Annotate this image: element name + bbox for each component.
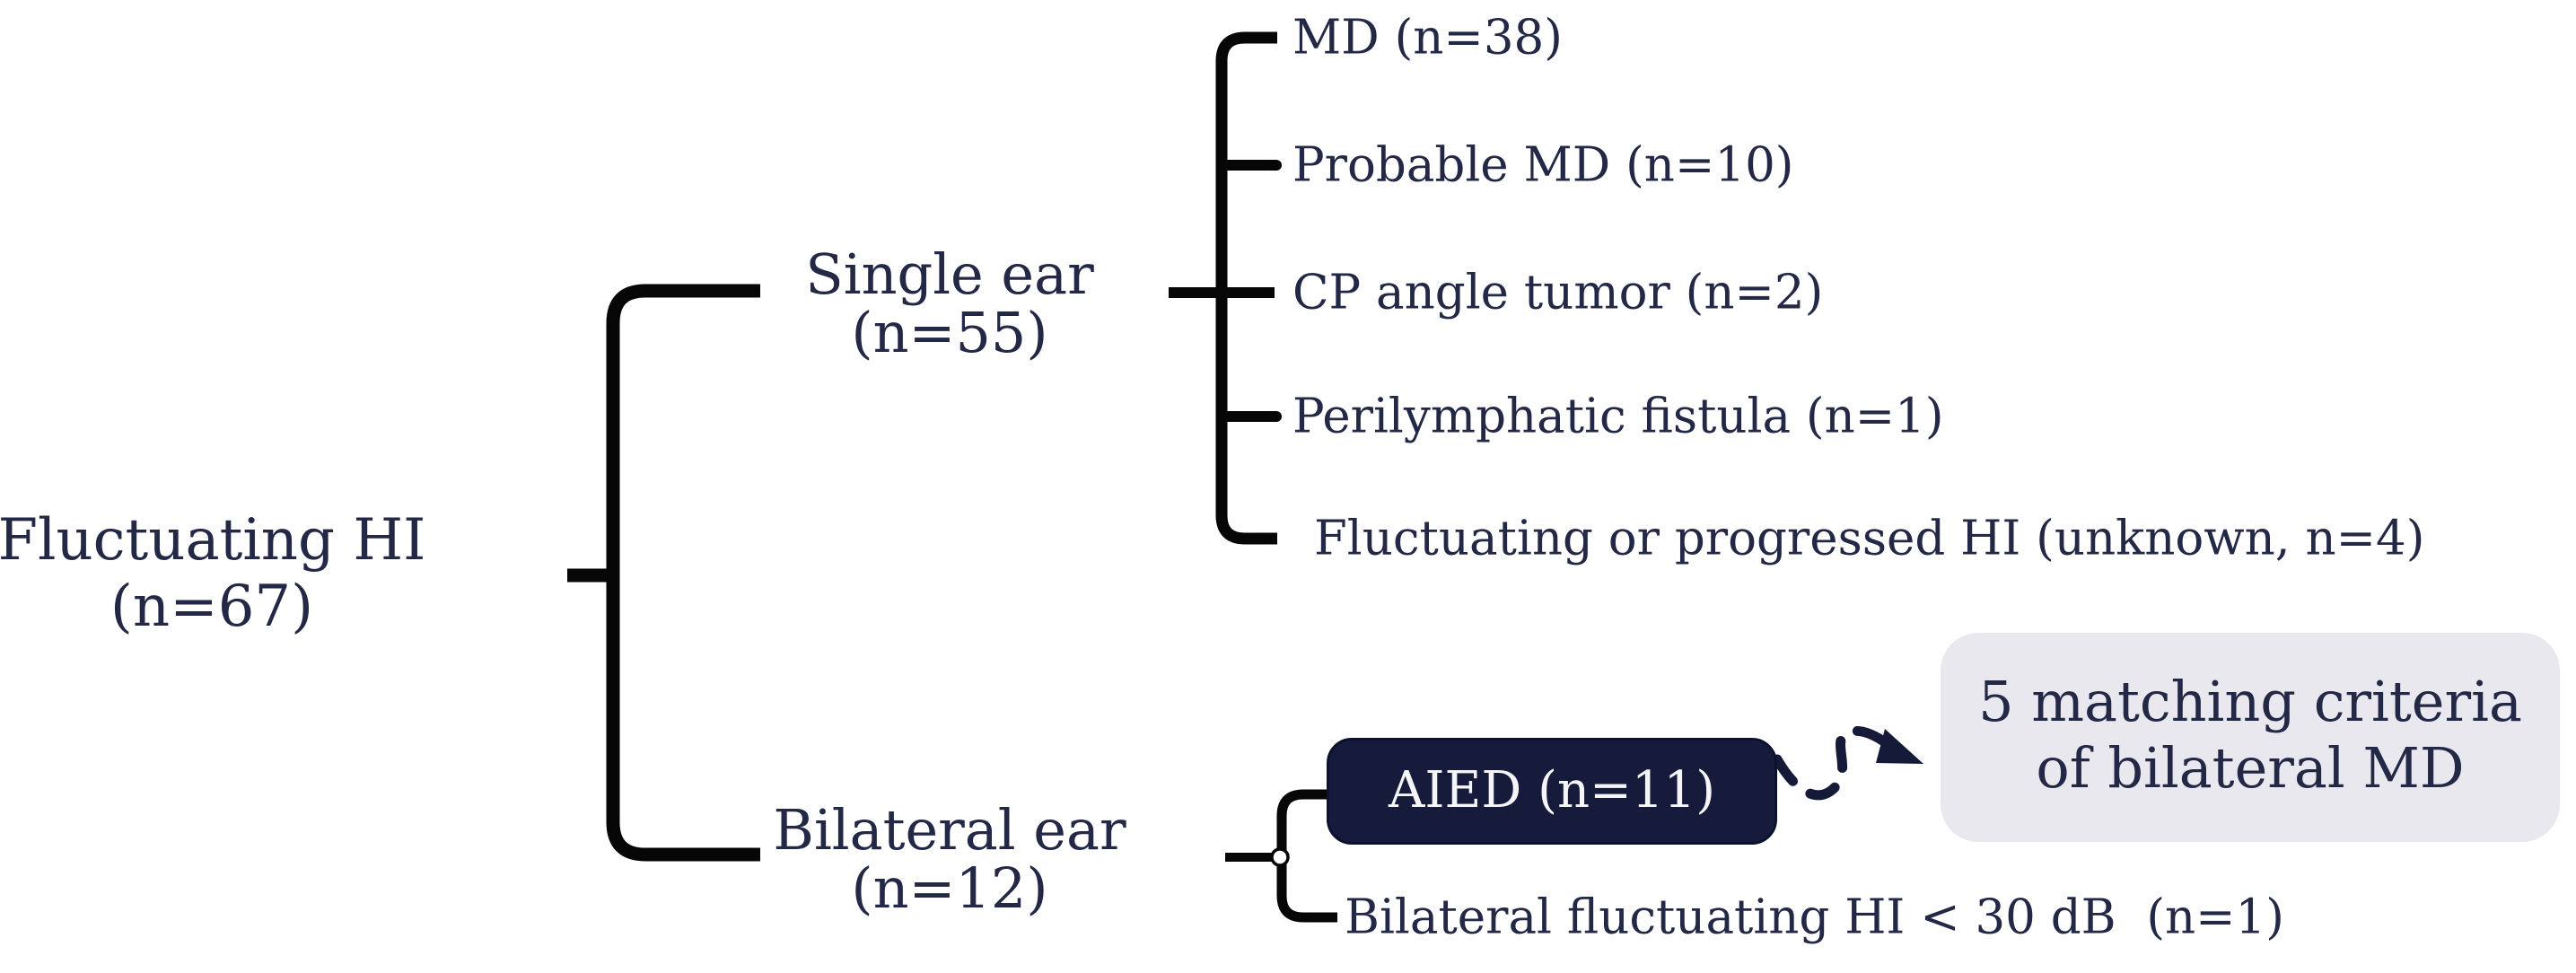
bilateral-ear-label: Bilateral ear [773,797,1126,863]
root-label: Fluctuating HI [0,507,426,574]
dashed-arrow-curve [1772,726,1899,801]
arrowhead-icon [1876,729,1923,764]
leaf-fluctuating-progressed: Fluctuating or progressed HI (unknown, n… [1314,511,2425,566]
single-ear-label: Single ear [805,241,1094,307]
leaf-probable-md: Probable MD (n=10) [1292,137,1794,193]
root-count: (n=67) [110,574,314,640]
note-box [1941,633,2560,842]
bilateral-ear-count: (n=12) [851,855,1048,921]
note-line-2: of bilateral MD [2036,735,2465,801]
leaf-bilateral-fluctuating: Bilateral fluctuating HI < 30 dB (n=1) [1345,890,2284,945]
leaf-md: MD (n=38) [1292,10,1563,66]
leaf-perilymphatic-fistula: Perilymphatic fistula (n=1) [1292,389,1944,444]
main-bracket [606,284,760,862]
single-ear-count: (n=55) [851,300,1048,365]
aied-label: AIED (n=11) [1388,761,1716,820]
aied-box [1327,738,1777,845]
note-line-1: 5 matching criteria [1978,669,2522,734]
leaf-cp-angle-tumor: CP angle tumor (n=2) [1292,265,1824,320]
brace-junction-dot [1270,847,1290,867]
